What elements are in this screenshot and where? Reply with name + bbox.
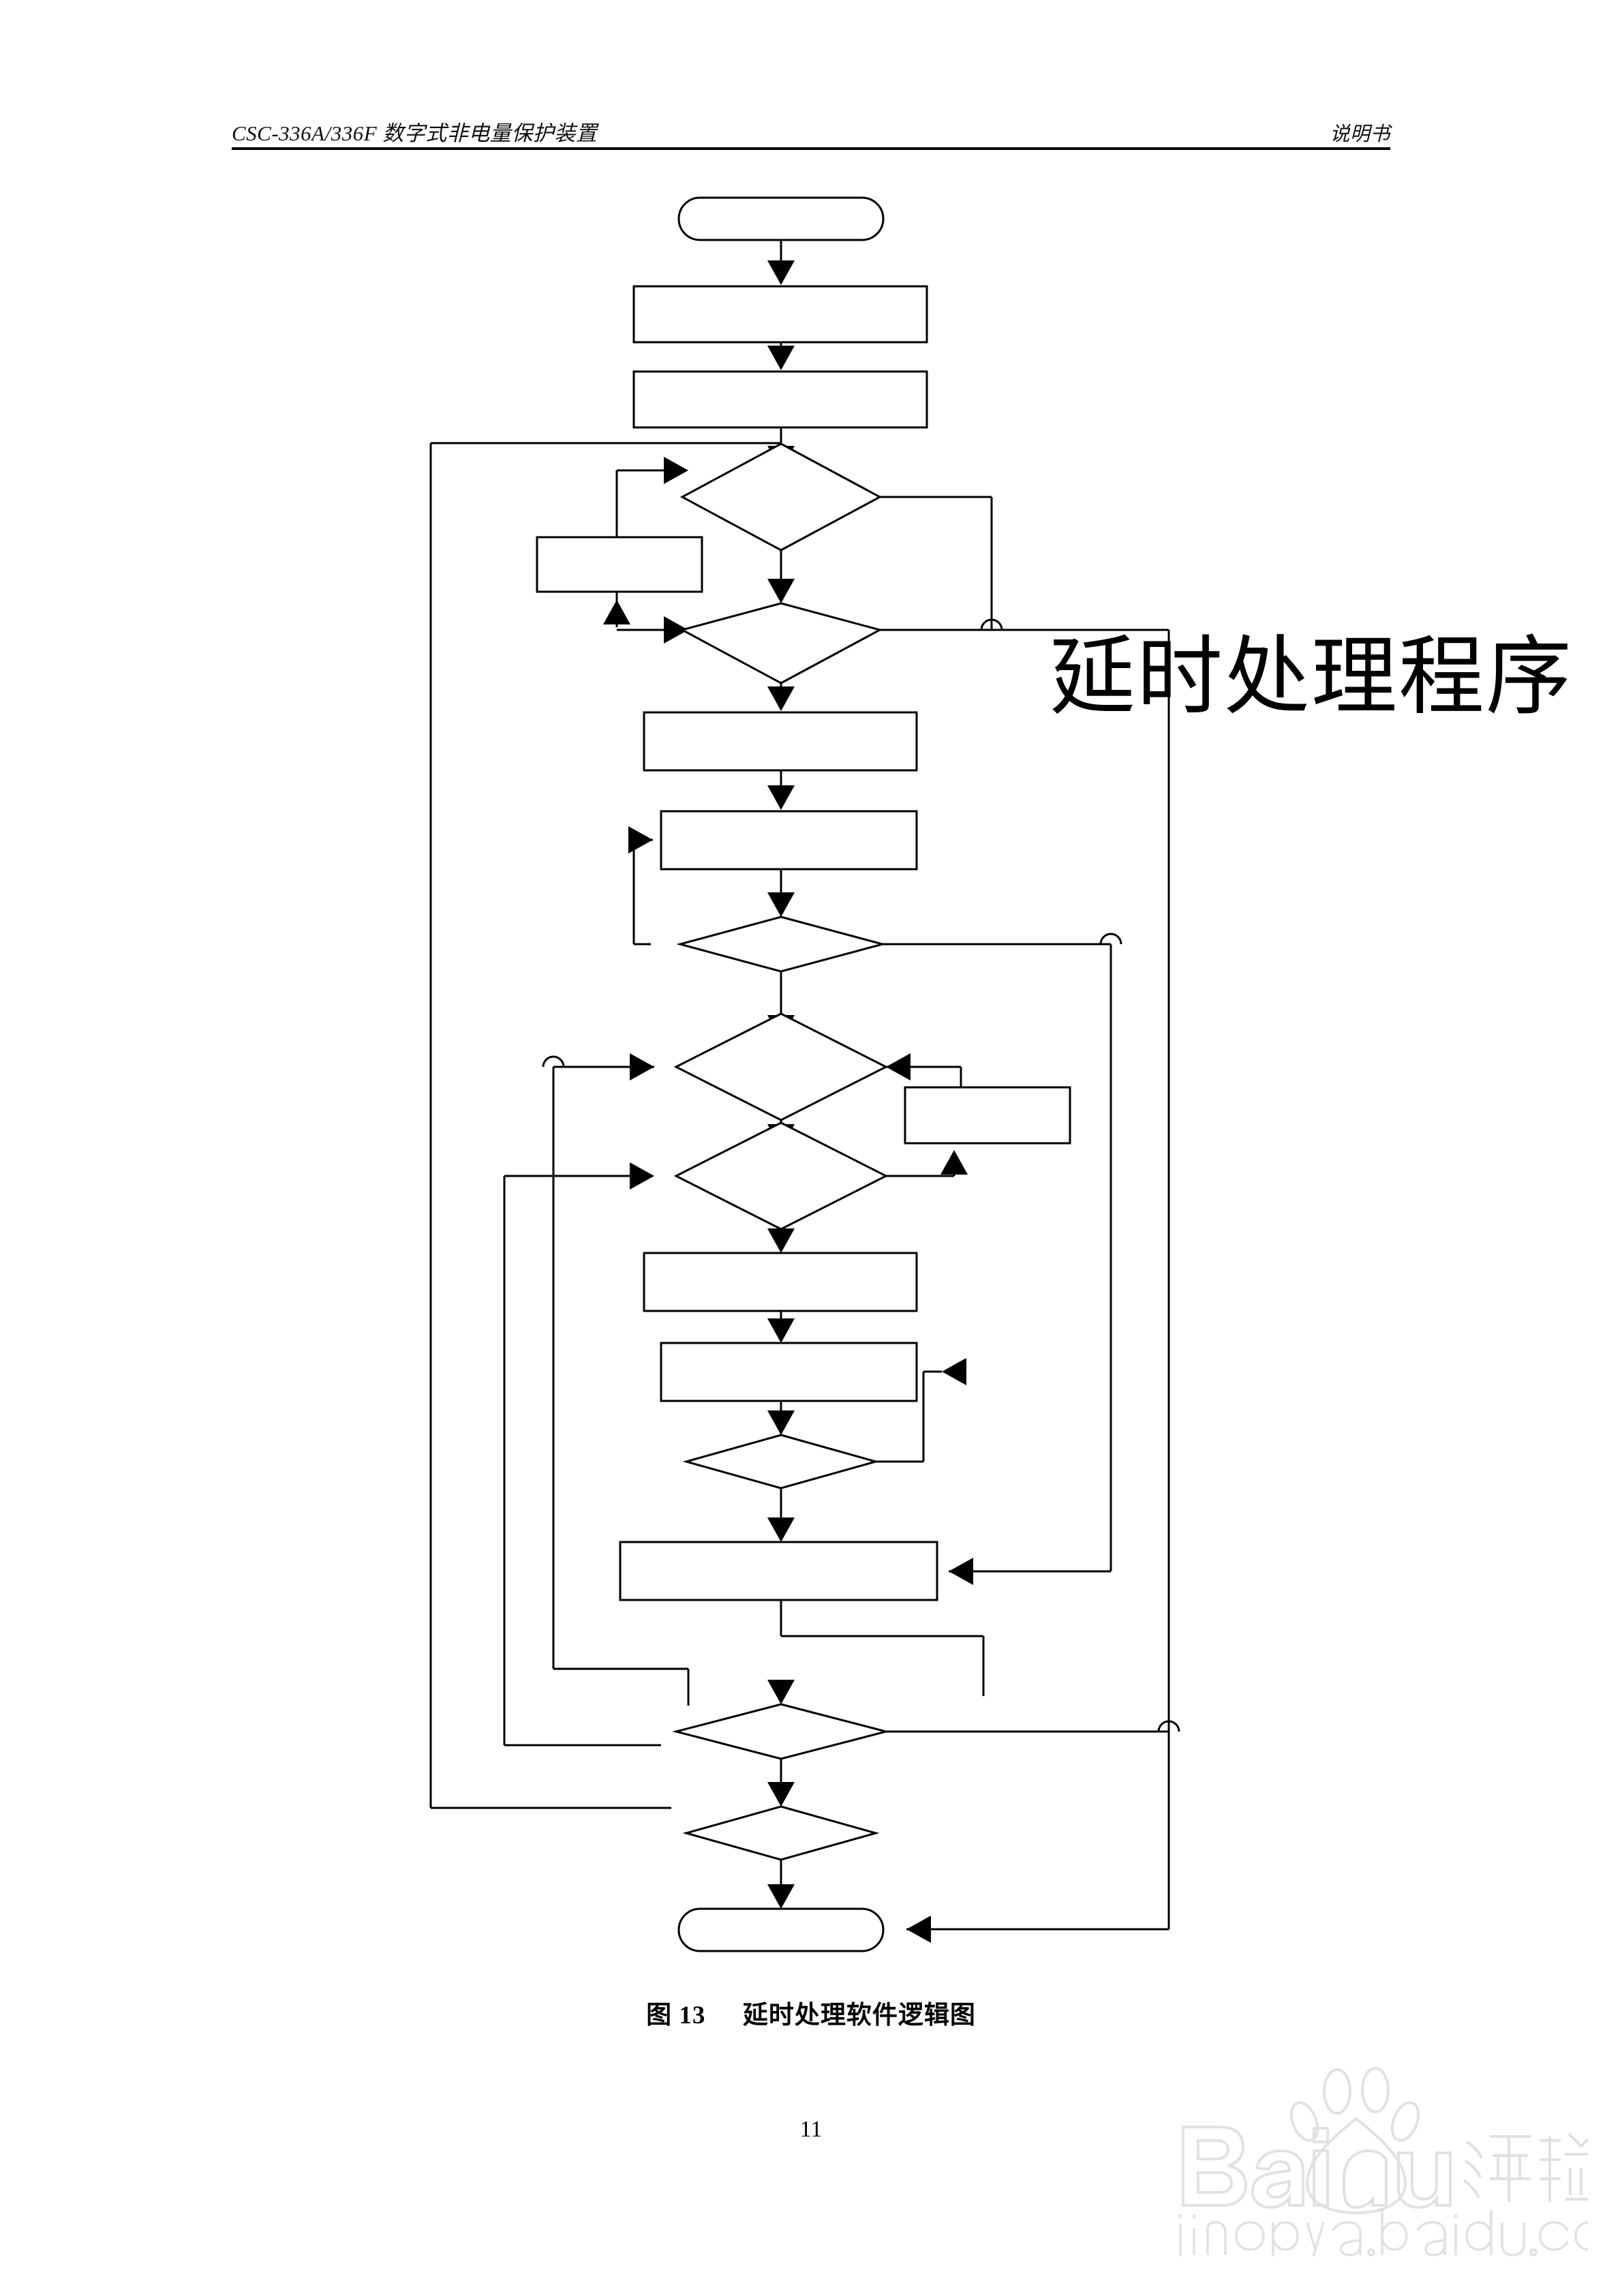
node-process-4 [643,711,918,772]
node-decision-7 [672,1703,890,1760]
paw-pad-icon [1305,2117,1407,2215]
node-decision-8 [682,1805,880,1861]
node-decision-3 [676,916,887,973]
page-number: 11 [799,2117,823,2142]
flowchart-arrowheads [603,260,973,1943]
node-process-1 [632,285,928,344]
node-process-8 [660,1342,918,1402]
header-right-title: 说明书 [1330,123,1390,145]
header-divider-rule [232,147,1390,150]
node-start-terminator [677,196,885,241]
figure-caption: 图 13 延时处理软件逻辑图 [0,1994,1622,2031]
node-process-2 [632,370,928,429]
node-process-5 [660,810,918,871]
node-decision-6 [682,1434,880,1490]
node-decision-5 [673,1121,889,1230]
node-decision-1 [679,442,883,552]
page-header: CSC-336A/336F 数字式非电量保护装置 说明书 [232,116,1390,147]
node-decision-2 [679,602,883,684]
figure-caption-number: 图 13 [646,2002,706,2029]
baidu-jingyan-watermark [1152,2066,1588,2256]
header-left-title: CSC-336A/336F 数字式非电量保护装置 [232,121,598,145]
node-process-6 [904,1086,1071,1145]
figure-caption-title: 延时处理软件逻辑图 [742,2002,976,2029]
paw-toe-icon [1323,2068,1351,2115]
paw-toe-icon [1289,2101,1319,2142]
overlay-label-delay-processing-program: 延时处理程序 [1050,626,1573,727]
node-end-terminator [677,1907,885,1952]
flowchart-connectors [429,240,1180,1931]
node-process-3 [536,536,703,593]
paw-toe-icon [1361,2067,1390,2113]
node-process-7 [643,1252,918,1312]
node-decision-4 [673,1012,889,1121]
paw-toe-icon [1390,2101,1420,2142]
node-process-9 [619,1541,938,1601]
flowchart-nodes [536,196,1071,1952]
